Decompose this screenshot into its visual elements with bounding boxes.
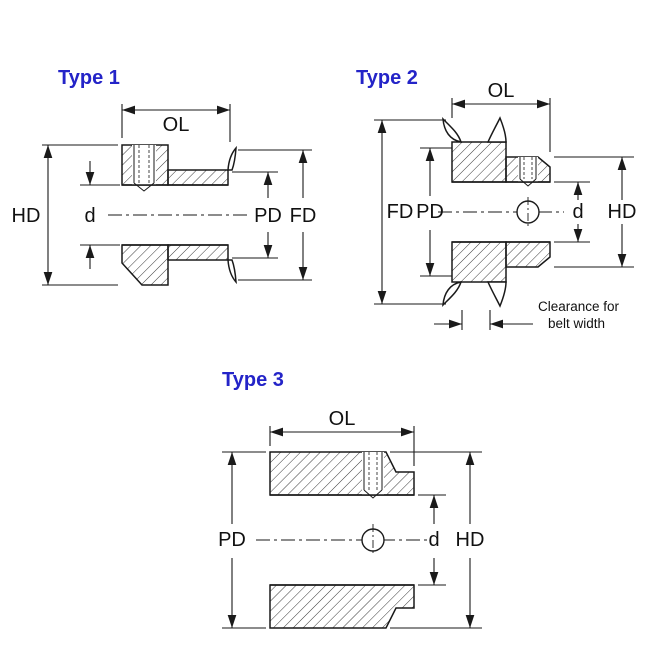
type2-dim-hd: HD (554, 156, 637, 268)
dim-label-d: d (428, 529, 439, 551)
belt-section-upper (167, 169, 229, 186)
dim-label-d: d (572, 201, 583, 223)
screw-hole (132, 145, 156, 185)
type2-dim-fd: FD (374, 119, 446, 305)
type1-dim-ol: OL (121, 104, 231, 142)
dim-label-ol: OL (163, 114, 190, 136)
flange-ear (486, 116, 507, 143)
flange-ear (486, 281, 507, 308)
flange-ear (227, 145, 237, 171)
flange-ear (442, 117, 463, 143)
type1-dim-d: d (80, 161, 120, 269)
dim-label-d: d (84, 205, 95, 227)
type2-dim-ol: OL (451, 80, 551, 152)
dim-label-pd: PD (218, 529, 246, 551)
clearance-note-line1: Clearance for (538, 299, 620, 314)
type3-title: Type 3 (222, 369, 284, 391)
dim-label-ol: OL (329, 408, 356, 430)
type2-body (438, 116, 564, 308)
belt-section-lower (451, 241, 507, 283)
clearance-note-line2: belt width (548, 316, 605, 331)
type1-drawing: Type 1 OL (12, 67, 317, 286)
body-section-upper (269, 451, 415, 496)
dim-label-fd: FD (290, 205, 317, 227)
type2-drawing: Type 2 (356, 67, 636, 331)
flange-ear (227, 259, 237, 285)
dim-label-pd: PD (416, 201, 444, 223)
type3-drawing: Type 3 OL (218, 369, 485, 629)
type1-title: Type 1 (58, 67, 120, 89)
type2-dim-pd: PD (416, 147, 452, 277)
type3-dim-d: d (418, 494, 446, 586)
type2-title: Type 2 (356, 67, 418, 89)
dim-label-ol: OL (488, 80, 515, 102)
type1-dim-fd: FD (238, 149, 317, 281)
type1-body (108, 144, 248, 286)
type2-dim-d: d (554, 181, 590, 243)
set-screw (362, 452, 384, 499)
screw-hole (362, 452, 384, 495)
type1-dim-hd: HD (12, 144, 118, 286)
dim-label-fd: FD (387, 201, 414, 223)
dim-label-hd: HD (456, 529, 485, 551)
belt-section-lower (167, 244, 229, 261)
dim-label-hd: HD (608, 201, 637, 223)
drill-point (363, 489, 383, 499)
type3-dim-pd: PD (218, 451, 266, 629)
body-section-lower (269, 584, 415, 629)
hub-section-lower (505, 241, 551, 268)
type3-dim-ol: OL (269, 408, 415, 466)
type3-dim-hd: HD (390, 451, 485, 629)
dim-label-pd: PD (254, 205, 282, 227)
type3-body (256, 451, 430, 629)
belt-section-upper (451, 141, 507, 183)
hub-section-lower (121, 244, 169, 286)
dim-label-hd: HD (12, 205, 41, 227)
screw-hole (518, 157, 538, 182)
flange-ear (442, 281, 463, 307)
type2-clearance-note: Clearance for belt width (434, 299, 620, 331)
set-screw (132, 145, 156, 192)
type1-dim-pd: PD (232, 171, 282, 259)
